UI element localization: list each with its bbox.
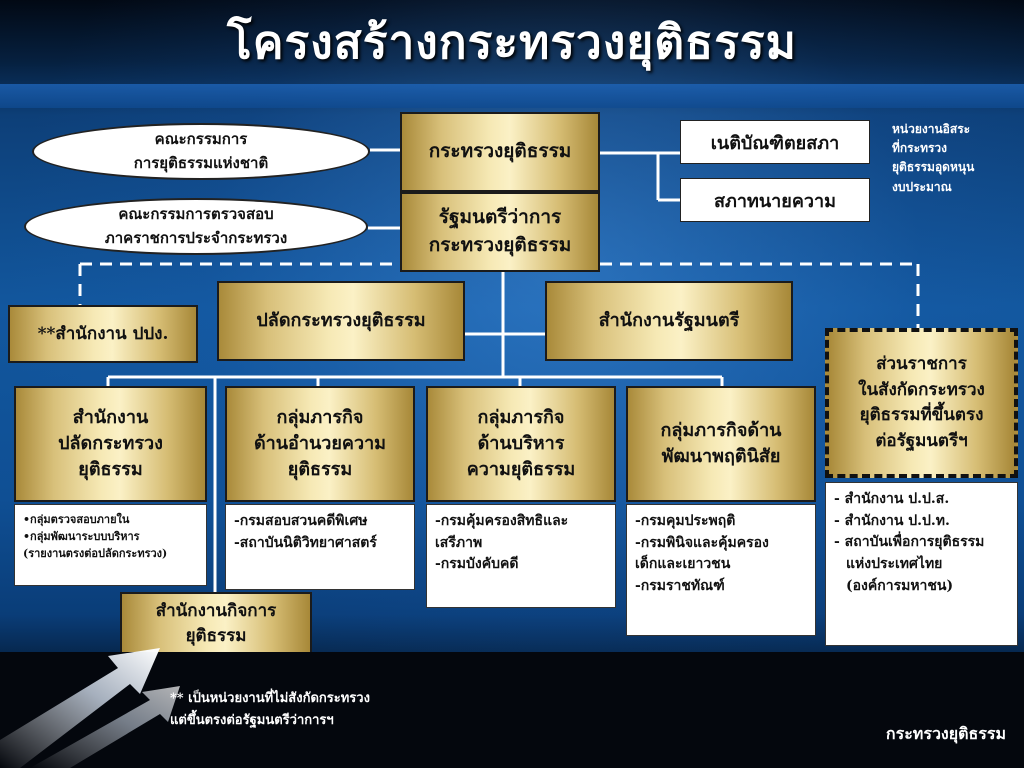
direct-units-line: ในสังกัดกระทรวง <box>858 379 985 400</box>
permanent-secretary-label: ปลัดกระทรวงยุติธรรม <box>256 309 426 331</box>
list-item: แห่งประเทศไทย <box>846 556 943 573</box>
independent-item-label: เนติบัณฑิตยสภา <box>710 132 840 154</box>
cluster-title-line: พัฒนาพฤตินิสัย <box>661 446 781 467</box>
committee-line: คณะกรรมการ <box>154 130 248 149</box>
list-item: •กลุ่มพัฒนาระบบบริหาร <box>23 530 140 544</box>
slide-title: โครงสร้างกระทรวงยุติธรรม <box>227 15 797 69</box>
cluster-justice-facilitation-list: -กรมสอบสวนคดีพิเศษ -สถาบันนิติวิทยาศาสตร… <box>225 504 415 590</box>
list-item: -กรมบังคับคดี <box>435 556 519 573</box>
direct-units-box: ส่วนราชการ ในสังกัดกระทรวง ยุติธรรมที่ขึ… <box>825 328 1018 478</box>
direct-units-line: ยุติธรรมที่ขึ้นตรง <box>859 405 984 425</box>
list-item: -สถาบันนิติวิทยาศาสตร์ <box>234 534 377 551</box>
cluster-justice-facilitation: กลุ่มภารกิจ ด้านอำนวยความ ยุติธรรม <box>225 386 415 502</box>
footnote-line: ** เป็นหน่วยงานที่ไม่สังกัดกระทรวง <box>170 691 370 706</box>
amlo-office-label: **สำนักงาน ปปง. <box>37 323 169 344</box>
independent-note-line: หน่วยงานอิสระ <box>892 122 971 136</box>
list-item: - สถาบันเพื่อการยุติธรรม <box>834 534 985 551</box>
list-item: - สำนักงาน ป.ป.ส. <box>834 491 950 507</box>
cluster-title-line: กลุ่มภารกิจด้าน <box>660 419 782 441</box>
footnote-line: แต่ขึ้นตรงต่อรัฐมนตรีว่าการฯ <box>170 713 334 729</box>
independent-lawyers-council-box: สภาทนายความ <box>680 178 870 222</box>
minister-line: รัฐมนตรีว่าการ <box>438 206 562 229</box>
list-item: เสรีภาพ <box>435 534 483 551</box>
ministry-box: กระทรวงยุติธรรม <box>400 112 600 192</box>
independent-note-line: งบประมาณ <box>892 179 952 194</box>
cluster-justice-administration: กลุ่มภารกิจ ด้านบริหาร ความยุติธรรม <box>426 386 616 502</box>
footer-ministry-name: กระทรวงยุติธรรม <box>885 724 1006 743</box>
list-item: -กรมสอบสวนคดีพิเศษ <box>234 513 368 529</box>
cluster-title-line: กลุ่มภารกิจ <box>477 406 565 428</box>
minister-box: รัฐมนตรีว่าการ กระทรวงยุติธรรม <box>400 192 600 272</box>
list-item: -กรมคุมประพฤติ <box>635 513 736 529</box>
list-item: -กรมพินิจและคุ้มครอง <box>635 534 769 551</box>
committee-audit: คณะกรรมการตรวจสอบ ภาคราชการประจำกระทรวง <box>24 198 368 255</box>
cluster-title-line: ด้านอำนวยความ <box>253 432 387 454</box>
independent-note-line: ที่กระทรวง <box>892 141 948 156</box>
cluster-behavior-development-list: -กรมคุมประพฤติ -กรมพินิจและคุ้มครอง เด็ก… <box>626 504 816 636</box>
minister-office-label: สำนักงานรัฐมนตรี <box>598 309 740 331</box>
cluster-title-line: ความยุติธรรม <box>466 459 576 481</box>
amlo-office-box: **สำนักงาน ปปง. <box>8 305 198 363</box>
independent-note: หน่วยงานอิสระ ที่กระทรวง ยุติธรรมอุดหนุน… <box>892 120 974 197</box>
justice-affairs-office-line: สำนักงานกิจการ <box>155 600 277 621</box>
list-item: -กรมราชทัณฑ์ <box>635 578 725 595</box>
independent-note-line: ยุติธรรมอุดหนุน <box>892 160 975 175</box>
direct-units-line: ต่อรัฐมนตรีฯ <box>875 430 968 451</box>
footnote: ** เป็นหน่วยงานที่ไม่สังกัดกระทรวง แต่ขึ… <box>170 688 370 732</box>
list-item: เด็กและเยาวชน <box>635 556 731 573</box>
cluster-behavior-development: กลุ่มภารกิจด้าน พัฒนาพฤตินิสัย <box>626 386 816 502</box>
committee-line: คณะกรรมการตรวจสอบ <box>118 205 274 224</box>
cluster-title-line: ปลัดกระทรวง <box>58 432 163 454</box>
list-item: (รายงานตรงต่อปลัดกระทรวง) <box>23 547 168 561</box>
independent-item-label: สภาทนายความ <box>714 190 836 212</box>
minister-office-box: สำนักงานรัฐมนตรี <box>545 281 793 361</box>
cluster-justice-administration-list: -กรมคุ้มครองสิทธิและ เสรีภาพ -กรมบังคับค… <box>426 504 616 608</box>
direct-units-line: ส่วนราชการ <box>876 354 967 374</box>
committee-national-justice: คณะกรรมการ การยุติธรรมแห่งชาติ <box>32 123 370 180</box>
justice-affairs-office-box: สำนักงานกิจการ ยุติธรรม <box>120 592 312 656</box>
ministry-label: กระทรวงยุติธรรม <box>428 140 572 163</box>
list-item: - สำนักงาน ป.ป.ท. <box>834 512 950 529</box>
cluster-title-line: สำนักงาน <box>72 406 149 428</box>
cluster-title-line: ยุติธรรม <box>287 459 353 481</box>
independent-bar-association-box: เนติบัณฑิตยสภา <box>680 120 870 164</box>
cluster-title-line: ด้านบริหาร <box>477 432 565 454</box>
cluster-title-line: ยุติธรรม <box>78 459 143 481</box>
minister-line: กระทรวงยุติธรรม <box>428 234 572 256</box>
list-item: -กรมคุ้มครองสิทธิและ <box>435 513 569 529</box>
permanent-secretary-box: ปลัดกระทรวงยุติธรรม <box>217 281 465 361</box>
cluster-permanent-secretary-office: สำนักงาน ปลัดกระทรวง ยุติธรรม <box>14 386 207 502</box>
header-band <box>0 84 1024 108</box>
cluster-title-line: กลุ่มภารกิจ <box>276 406 364 428</box>
list-item: •กลุ่มตรวจสอบภายใน <box>23 513 130 526</box>
committee-line: การยุติธรรมแห่งชาติ <box>133 153 269 172</box>
list-item: (องค์การมหาชน) <box>846 577 954 594</box>
justice-affairs-office-line: ยุติธรรม <box>185 626 247 646</box>
direct-units-list: - สำนักงาน ป.ป.ส. - สำนักงาน ป.ป.ท. - สถ… <box>825 482 1018 646</box>
cluster-permanent-secretary-list: •กลุ่มตรวจสอบภายใน •กลุ่มพัฒนาระบบบริหาร… <box>14 504 207 586</box>
committee-line: ภาคราชการประจำกระทรวง <box>104 228 288 247</box>
